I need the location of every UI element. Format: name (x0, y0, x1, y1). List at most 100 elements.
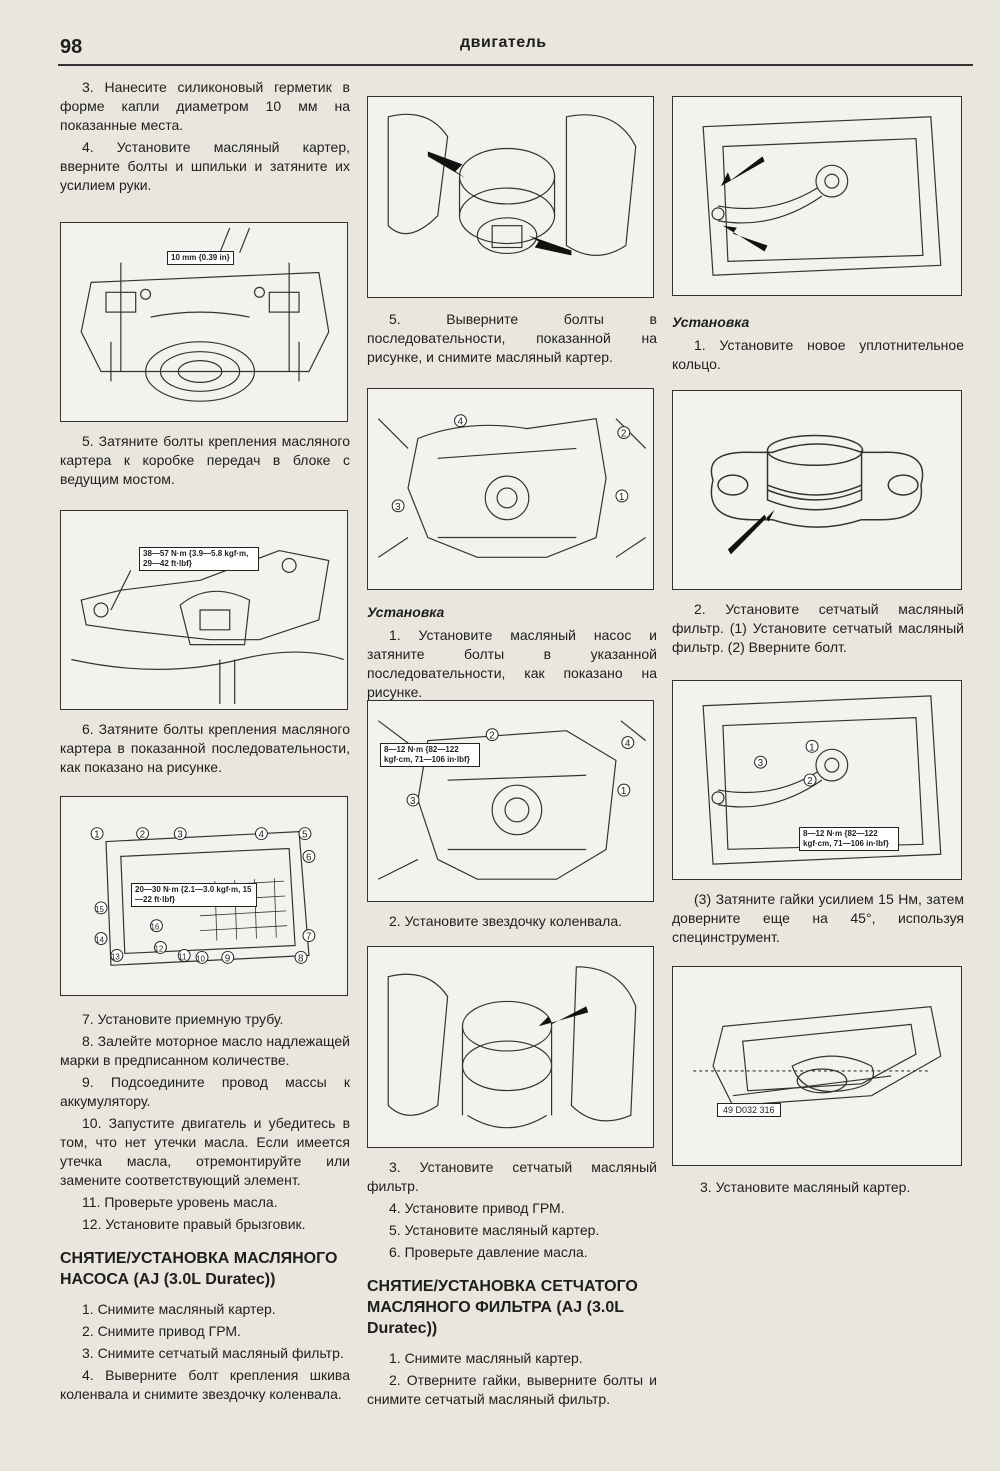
oil-pump-install-drawing: 1 2 3 4 (377, 720, 647, 880)
sequence-marker: 1 (615, 489, 629, 503)
paragraph: 1. Установите новое уплотнительное кольц… (672, 337, 964, 372)
paragraph: 6. Проверьте давление масла. (389, 1244, 588, 1260)
paragraph: 3. Снимите сетчатый масляный фильтр. (82, 1345, 344, 1361)
paragraph: 4. Установите масляный картер, вверните … (60, 139, 350, 193)
sequence-marker: 2 (136, 827, 150, 841)
sequence-number: 6 (306, 852, 312, 863)
column-3-text-c: (3) Затяните гайки усилием 15 Нм, затем … (672, 890, 964, 950)
oil-pump-drawing: 1 2 3 4 (377, 414, 647, 558)
sequence-number: 2 (621, 429, 626, 440)
sequence-marker: 3 (173, 827, 187, 841)
sprocket-install-drawing (387, 966, 637, 1129)
paragraph: 9. Подсоедините провод массы к аккумулят… (60, 1074, 350, 1109)
torque-callout: 38—57 N·m {3.9—5.8 kgf·m, 29—42 ft·lbf} (139, 547, 259, 571)
column-3-text-a: Установка 1. Установите новое уплотнител… (672, 306, 964, 377)
column-2-text-a: 5. Выверните болты в последовательности,… (367, 310, 657, 370)
section-heading: СНЯТИЕ/УСТАНОВКА МАСЛЯНОГО НАСОСА (AJ (3… (60, 1250, 338, 1288)
column-2-text-c: 2. Установите звездочку коленвала. (367, 912, 657, 934)
column-2-text-d: 3. Установите сетчатый масляный фильтр. … (367, 1158, 657, 1412)
figure-strainer-install: 1 2 3 8—12 N·m {82—122 kgf·cm, 71—106 in… (672, 680, 962, 880)
engine-sealant-drawing (80, 227, 330, 402)
sprocket-drawing (387, 113, 637, 256)
sequence-number: 2 (489, 731, 495, 742)
column-3-text-d: 3. Установите масляный картер. (672, 1178, 964, 1200)
paragraph: 8. Залейте моторное масло надлежащей мар… (60, 1033, 350, 1068)
sequence-number: 3 (395, 502, 401, 513)
subheading: Установка (367, 604, 445, 620)
column-1: 3. Нанесите силиконовый герметик в форме… (60, 78, 350, 198)
sequence-number: 11 (178, 952, 187, 961)
sequence-marker: 1 (805, 739, 819, 753)
figure-crank-sprocket-removal (367, 96, 654, 298)
sequence-number: 5 (302, 830, 308, 841)
sequence-marker: 2 (803, 773, 817, 787)
transaxle-drawing (71, 549, 344, 705)
running-head: двигатель (460, 34, 547, 51)
torque-callout: 8—12 N·m {82—122 kgf·cm, 71—106 in·lbf} (380, 743, 480, 767)
sequence-marker: 10 (195, 950, 209, 964)
sequence-marker: 1 (90, 827, 104, 841)
paragraph: 3. Установите сетчатый масляный фильтр. (367, 1159, 657, 1194)
sequence-marker: 13 (110, 948, 124, 962)
paragraph: 2. Отверните гайки, выверните болты и сн… (367, 1372, 657, 1407)
paragraph: 11. Проверьте уровень масла. (82, 1194, 278, 1210)
sequence-number: 2 (140, 830, 146, 841)
column-1-text-b: 5. Затяните болты крепления масляного ка… (60, 432, 350, 492)
figure-strainer-removal (672, 96, 962, 296)
sequence-number: 15 (95, 905, 104, 914)
sequence-marker: 2 (617, 426, 631, 440)
figure-oil-pump-removal: 1 2 3 4 (367, 388, 654, 590)
sequence-number: 1 (94, 830, 100, 841)
sequence-number: 2 (807, 776, 813, 787)
paragraph: 4. Установите привод ГРМ. (389, 1200, 565, 1216)
tool-code-label: 49 D032 316 (717, 1103, 781, 1117)
subheading: Установка (672, 314, 750, 330)
sequence-number: 16 (151, 923, 160, 932)
column-1-text-c: 6. Затяните болты крепления масляного ка… (60, 720, 350, 780)
column-1-text-d: 7. Установите приемную трубу. 8. Залейте… (60, 1010, 350, 1407)
sequence-marker: 1 (617, 783, 631, 797)
sequence-number: 9 (225, 953, 231, 964)
paragraph: 5. Установите масляный картер. (389, 1222, 600, 1238)
sealant-size-callout: 10 mm {0.39 in} (167, 251, 234, 265)
strainer-removal-drawing (702, 116, 942, 276)
paragraph: 6. Затяните болты крепления масляного ка… (60, 721, 350, 775)
section-heading: СНЯТИЕ/УСТАНОВКА СЕТЧАТОГО МАСЛЯНОГО ФИЛ… (367, 1278, 638, 1337)
header-rule (58, 64, 973, 66)
figure-special-tool: 49 D032 316 (672, 966, 962, 1166)
paragraph: 1. Снимите масляный картер. (389, 1350, 583, 1366)
sequence-marker: 4 (621, 736, 635, 750)
paragraph: 7. Установите приемную трубу. (82, 1011, 284, 1027)
sequence-number: 3 (410, 796, 416, 807)
sequence-marker: 3 (754, 755, 768, 769)
sequence-marker: 4 (454, 414, 467, 428)
sequence-number: 13 (111, 952, 120, 961)
sequence-number: 7 (306, 932, 312, 943)
figure-sealant-bead: 10 mm {0.39 in} (60, 222, 348, 422)
sequence-marker: 2 (485, 728, 499, 742)
sequence-marker: 3 (406, 793, 420, 807)
column-2-text-b: Установка 1. Установите масляный насос и… (367, 596, 657, 705)
sequence-number: 1 (619, 492, 625, 503)
sequence-number: 14 (95, 936, 104, 945)
sequence-marker: 6 (302, 849, 316, 863)
sequence-number: 4 (458, 417, 464, 428)
sequence-number: 8 (298, 953, 304, 964)
oring-drawing (710, 434, 924, 555)
sequence-marker: 16 (150, 919, 163, 933)
paragraph: 2. Установите сетчатый масляный фильтр. … (672, 601, 964, 655)
sequence-marker: 15 (94, 901, 108, 915)
sequence-marker: 3 (391, 499, 405, 513)
sequence-number: 12 (155, 944, 164, 953)
sequence-marker: 4 (254, 827, 268, 841)
paragraph: 1. Установите масляный насос и затяните … (367, 627, 657, 700)
paragraph: 3. Нанесите силиконовый герметик в форме… (60, 79, 350, 133)
paragraph: 3. Установите масляный картер. (700, 1179, 911, 1195)
paragraph: 12. Установите правый брызговик. (82, 1216, 306, 1232)
paragraph: 2. Снимите привод ГРМ. (82, 1323, 241, 1339)
paragraph: 5. Выверните болты в последовательности,… (367, 311, 657, 365)
sequence-number: 3 (177, 830, 183, 841)
strainer-install-drawing: 1 2 3 (702, 695, 942, 865)
page-number: 98 (60, 36, 83, 58)
column-3-text-b: 2. Установите сетчатый масляный фильтр. … (672, 600, 964, 660)
